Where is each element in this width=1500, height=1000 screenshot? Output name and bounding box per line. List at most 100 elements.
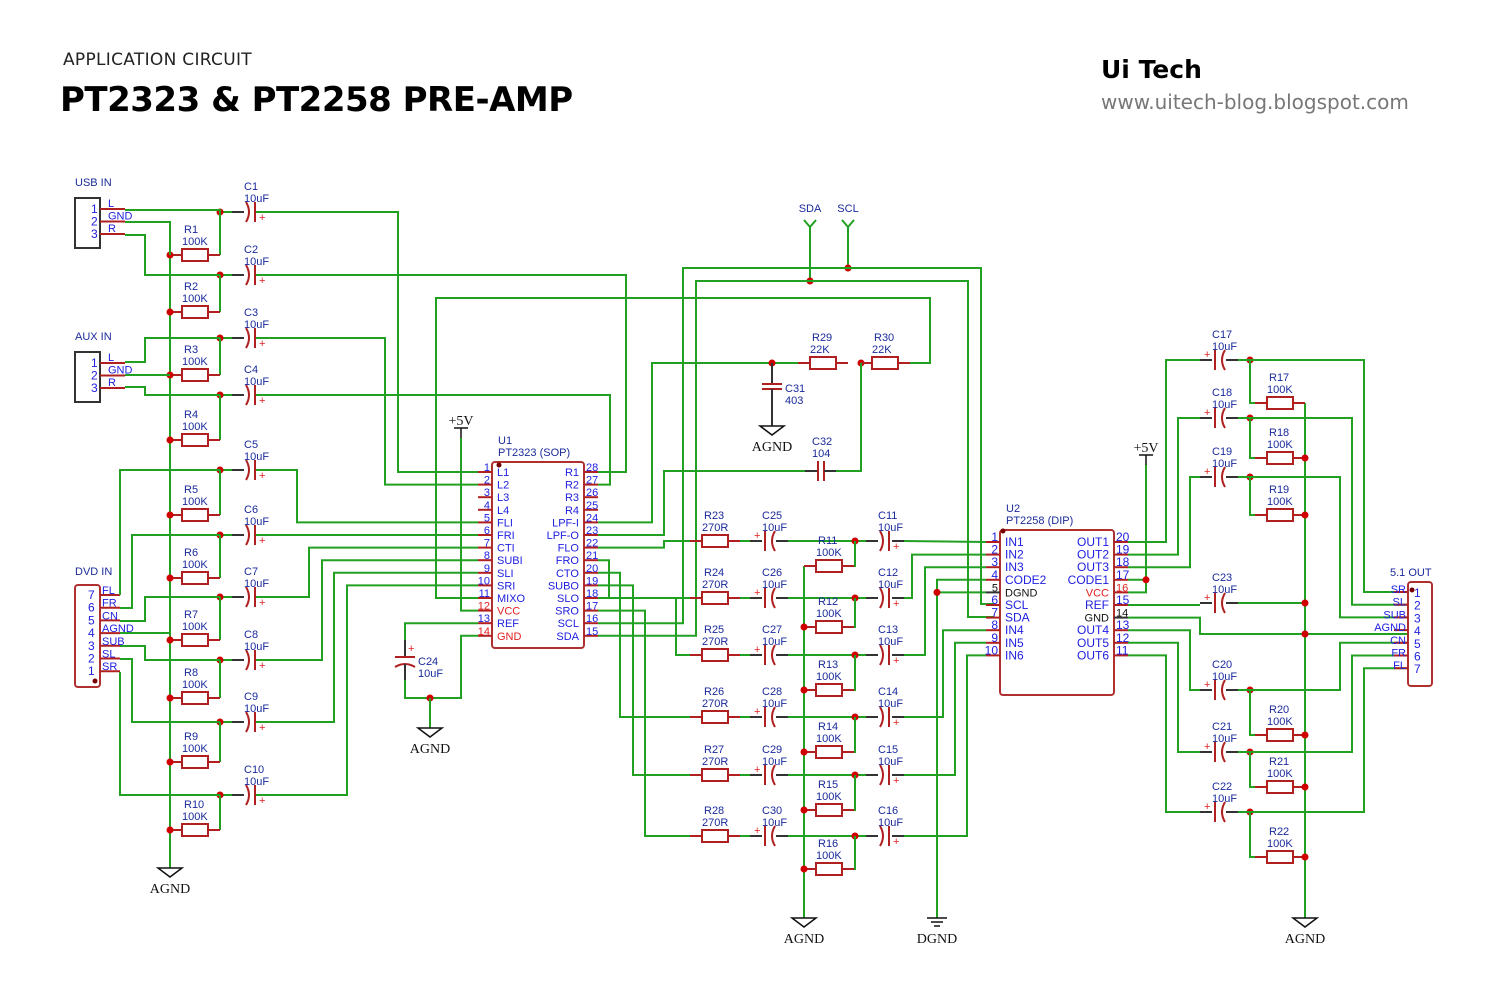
resistor-body — [701, 768, 729, 782]
u1-pin-name: SUBO — [548, 580, 580, 592]
junction-to-res — [850, 541, 856, 567]
sda-net — [598, 280, 994, 637]
u2-out-to-cap — [1128, 654, 1200, 813]
cap-to-out-connector — [1238, 476, 1420, 619]
junction-dot — [166, 574, 174, 582]
cap-ref: C13 — [878, 624, 898, 636]
u2-pin-name: IN5 — [1005, 636, 1024, 650]
connector-pin-number: 3 — [91, 381, 98, 395]
resistor-ref: R9 — [184, 731, 198, 743]
connector-body — [1407, 581, 1433, 687]
connector-pin-number: 6 — [88, 601, 95, 615]
u1-out-to-series-res — [598, 609, 700, 837]
agnd-symbol: AGND — [150, 867, 190, 897]
cap-value: 10uF — [244, 641, 269, 653]
connector-pin-number: 5 — [1414, 637, 1421, 651]
u1-pin-number: 15 — [586, 626, 598, 638]
c-to-u2-in — [904, 553, 986, 599]
u2-pin-name: OUT3 — [1077, 560, 1109, 574]
plus-sign: + — [1204, 741, 1210, 753]
cap-value: 10uF — [244, 776, 269, 788]
u2-pin-number: 8 — [991, 618, 998, 632]
agnd-symbol: AGND — [1285, 917, 1325, 947]
cap-to-out-connector — [1238, 667, 1420, 813]
ground-triangle-icon — [1290, 917, 1320, 928]
cap-curved-plate — [245, 524, 250, 546]
resistor-body — [181, 633, 209, 647]
connector-signal: FR — [1391, 648, 1406, 660]
junction-dot — [1301, 630, 1309, 638]
u1-pin-number: 17 — [586, 601, 598, 613]
u2-pin-number: 10 — [985, 643, 999, 657]
connector-pin-number: 3 — [1414, 611, 1421, 625]
resistor-body — [181, 755, 209, 769]
u2-pin-name: REF — [1085, 598, 1109, 612]
cap-value: 10uF — [878, 522, 903, 534]
connector-body — [74, 351, 101, 403]
connector-pin-number: 2 — [91, 369, 98, 383]
cap-curved-plate — [245, 586, 250, 608]
resistor-value: 100K — [182, 293, 208, 305]
plus-sign: + — [754, 587, 760, 599]
u2-pin-name: IN6 — [1005, 648, 1024, 662]
cap-curved-plate — [879, 587, 884, 609]
u1-pin-name: R4 — [565, 505, 579, 517]
cap-value: 10uF — [1212, 341, 1237, 353]
connector-signal: FR — [102, 598, 117, 610]
resistor-ref: R5 — [184, 484, 198, 496]
u2-out-to-cap — [1128, 359, 1200, 543]
cap-value: 10uF — [762, 817, 787, 829]
c3-to-l2 — [256, 337, 478, 486]
cap-curved-plate — [771, 825, 776, 847]
connector-signal: SR — [102, 661, 117, 673]
usb-l-wire — [125, 209, 221, 212]
resistor-body — [181, 691, 209, 705]
u1-pin-number: 4 — [484, 500, 490, 512]
junction-dot — [800, 686, 808, 694]
cap-ref: C2 — [244, 244, 258, 256]
cap-ref: C9 — [244, 691, 258, 703]
connector-pin-number: 2 — [91, 215, 98, 229]
junction-dot — [1301, 511, 1309, 519]
resistor-body — [1266, 451, 1294, 465]
cap-curved-plate — [1221, 407, 1226, 429]
plus-sign: + — [259, 212, 265, 224]
brand-url[interactable]: www.uitech-blog.blogspot.com — [1101, 90, 1409, 114]
plus-sign: + — [754, 825, 760, 837]
resistor-body — [815, 745, 843, 759]
resistor-ref: R26 — [704, 686, 724, 698]
connector-pin-number: 6 — [1414, 650, 1421, 664]
brand-name: Ui Tech — [1101, 55, 1202, 84]
c2-to-r1 — [256, 274, 627, 473]
resistor-ref: R16 — [818, 838, 838, 850]
u1-pin-name: REF — [497, 618, 519, 630]
cap-value: 10uF — [878, 636, 903, 648]
resistor-ref: R15 — [818, 779, 838, 791]
resistor-value: 100K — [816, 608, 842, 620]
plus-sign: + — [754, 644, 760, 656]
u1-pin-number: 18 — [586, 588, 598, 600]
resistor-value: 100K — [1267, 384, 1293, 396]
cap-curved-plate — [245, 384, 250, 406]
pin1-marker — [1409, 587, 1415, 593]
dvd-sl-wire — [120, 658, 220, 723]
u2-pin-number: 2 — [991, 543, 998, 557]
vcc-label: +5V — [448, 414, 473, 429]
cap-curved-plate — [771, 587, 776, 609]
plus-sign: + — [259, 722, 265, 734]
connector-pin-number: 3 — [88, 639, 95, 653]
dgnd-symbol: DGND — [917, 917, 957, 947]
